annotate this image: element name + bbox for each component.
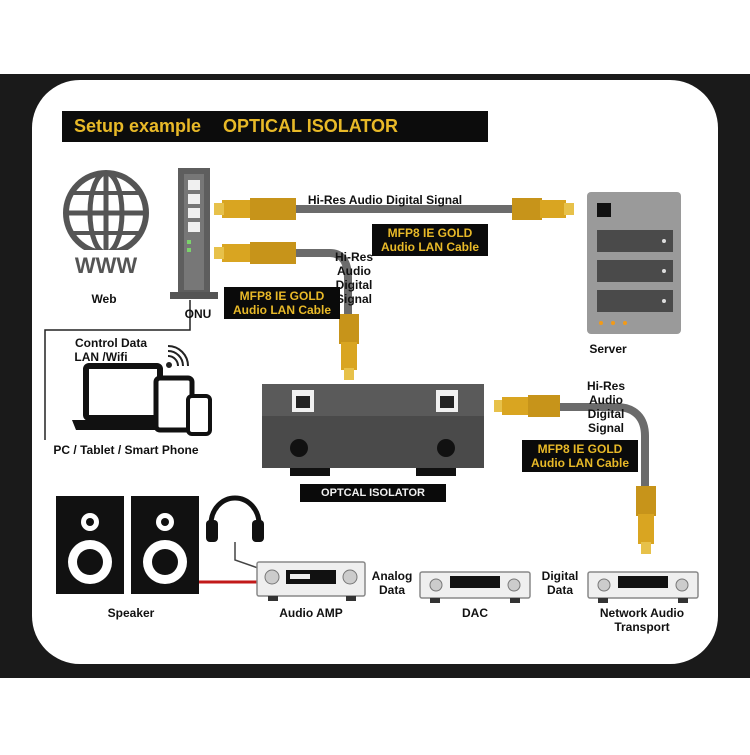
cables — [292, 205, 649, 492]
cable-label-top-line2: Audio LAN Cable — [381, 240, 479, 254]
digital-data-label-1: Digital — [541, 569, 579, 583]
onu-device — [170, 168, 218, 299]
connector-right-top — [494, 395, 560, 417]
wifi-icon — [166, 345, 189, 368]
speaker-label: Speaker — [107, 606, 155, 620]
optical-isolator-device — [262, 384, 484, 476]
banner-setup-example: Setup example — [74, 116, 202, 136]
connector-mid-left — [214, 242, 296, 264]
hires-signal-right-1: Hi-Res — [586, 379, 625, 393]
hires-signal-right-3: Digital — [587, 407, 625, 421]
hires-signal-mid-1: Hi-Res — [334, 250, 373, 264]
dac-label: DAC — [462, 606, 488, 620]
banner-optical-isolator: OPTICAL ISOLATOR — [223, 116, 399, 136]
analog-data-label-1: Analog — [371, 569, 413, 583]
cable-label-left-line2: Audio LAN Cable — [233, 303, 331, 317]
audio-amp — [256, 561, 366, 601]
web-label: Web — [91, 292, 117, 306]
control-data-label-1: Control Data — [75, 336, 147, 350]
digital-data-label-2: Data — [546, 583, 573, 597]
connector-mid-bottom — [339, 314, 359, 380]
globe-icon — [60, 170, 156, 278]
cable-label-right: MFP8 IE GOLD Audio LAN Cable — [522, 440, 638, 472]
speaker-left — [56, 496, 124, 594]
connector-top-left — [214, 198, 296, 220]
server-label: Server — [589, 342, 627, 356]
devices-icon — [72, 363, 212, 436]
control-line — [44, 300, 191, 440]
hires-signal-mid-4: Signal — [335, 292, 372, 306]
analog-data-label-2: Data — [378, 583, 405, 597]
hires-signal-mid-3: Digital — [335, 278, 373, 292]
isolator-label: OPTCAL ISOLATOR — [300, 484, 446, 502]
hires-signal-mid-2: Audio — [337, 264, 371, 278]
control-data-label-2: LAN /Wifi — [74, 350, 128, 364]
cable-label-top-line1: MFP8 IE GOLD — [387, 226, 473, 240]
title-banner: Setup example OPTICAL ISOLATOR — [62, 111, 488, 142]
transport-label-1: Network Audio — [599, 606, 685, 620]
cable-label-right-line1: MFP8 IE GOLD — [537, 442, 623, 456]
server-icon — [587, 192, 681, 334]
hires-signal-top-label: Hi-Res Audio Digital Signal — [307, 193, 463, 207]
network-transport-device — [587, 571, 699, 603]
dac-device — [419, 571, 531, 603]
connector-right-bottom — [636, 486, 656, 554]
amp-label: Audio AMP — [279, 606, 343, 620]
onu-label: ONU — [184, 307, 212, 321]
cable-label-right-line2: Audio LAN Cable — [531, 456, 629, 470]
cable-label-top: MFP8 IE GOLD Audio LAN Cable — [372, 224, 488, 256]
hires-signal-right-4: Signal — [587, 421, 624, 435]
www-text: WWW — [75, 253, 138, 278]
pc-tablet-phone-label: PC / Tablet / Smart Phone — [53, 443, 199, 457]
transport-label-2: Transport — [614, 620, 670, 634]
hires-signal-right-2: Audio — [589, 393, 623, 407]
speaker-right — [131, 496, 199, 594]
connector-top-right — [512, 198, 574, 220]
cable-label-left: MFP8 IE GOLD Audio LAN Cable — [224, 287, 340, 319]
headphones-icon — [206, 495, 264, 569]
cable-label-left-line1: MFP8 IE GOLD — [239, 289, 325, 303]
